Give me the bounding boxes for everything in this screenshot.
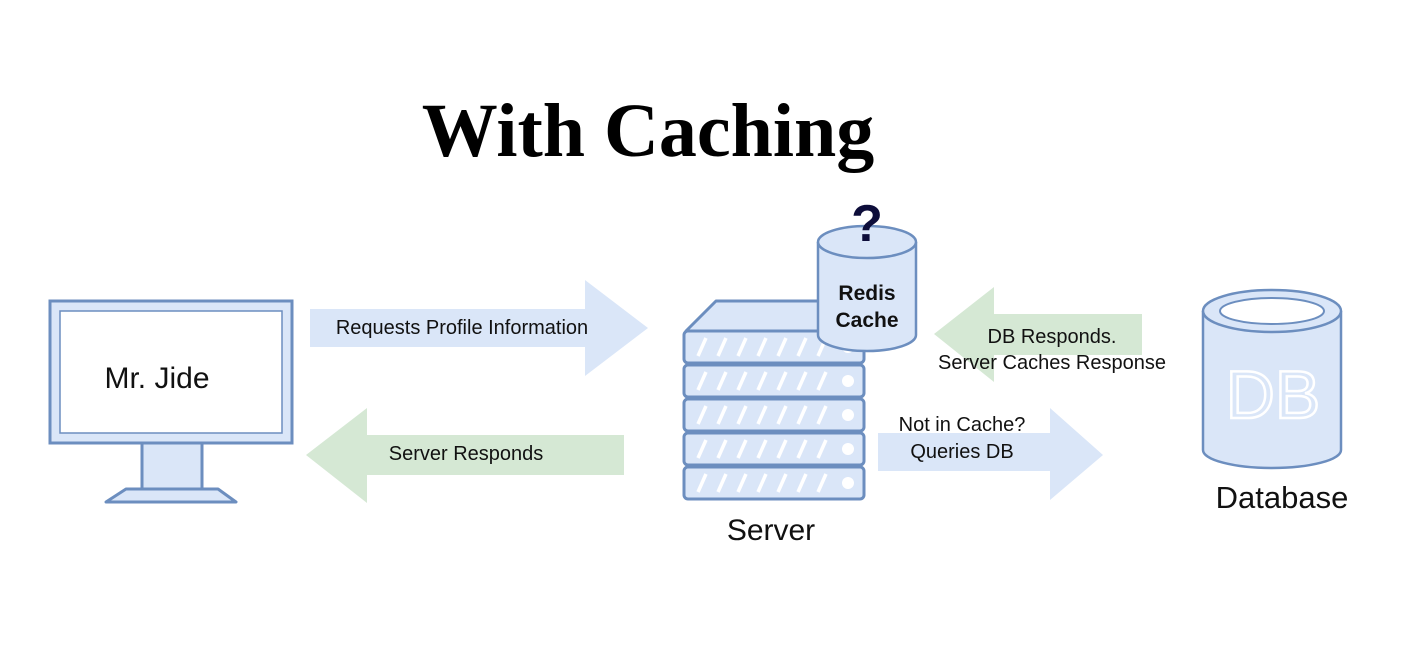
query-db-arrow-line2: Queries DB [910, 441, 1013, 463]
response-arrow: Server Responds [306, 408, 624, 503]
server-label: Server [727, 514, 815, 547]
server-rack-unit [682, 397, 866, 433]
query-db-arrow: Not in Cache? Queries DB [878, 408, 1103, 500]
database-label: Database [1216, 480, 1349, 515]
question-mark-icon: ? [851, 195, 883, 253]
diagram-title: With Caching [422, 89, 875, 173]
query-db-arrow-line1: Not in Cache? [899, 414, 1026, 436]
database-icon: DB Database [1201, 288, 1349, 515]
client-label: Mr. Jide [104, 362, 209, 395]
db-response-arrow-line1: DB Responds. [988, 326, 1117, 348]
response-arrow-label: Server Responds [389, 443, 544, 465]
server-rack-unit [682, 431, 866, 467]
db-response-arrow: DB Responds. Server Caches Response [934, 287, 1166, 382]
client-monitor-icon: Mr. Jide [48, 299, 294, 504]
db-response-arrow-line2: Server Caches Response [938, 352, 1166, 374]
redis-cache-label-line2: Cache [835, 309, 898, 332]
request-arrow-label: Requests Profile Information [336, 317, 588, 339]
server-rack-unit [682, 363, 866, 399]
db-icon-text: DB [1226, 357, 1320, 433]
redis-cache-label-line1: Redis [838, 282, 895, 305]
server-rack-unit [682, 465, 866, 501]
redis-cache-icon: ? Redis Cache [816, 195, 918, 353]
request-arrow: Requests Profile Information [310, 280, 648, 376]
server-icon: Server [682, 299, 868, 547]
